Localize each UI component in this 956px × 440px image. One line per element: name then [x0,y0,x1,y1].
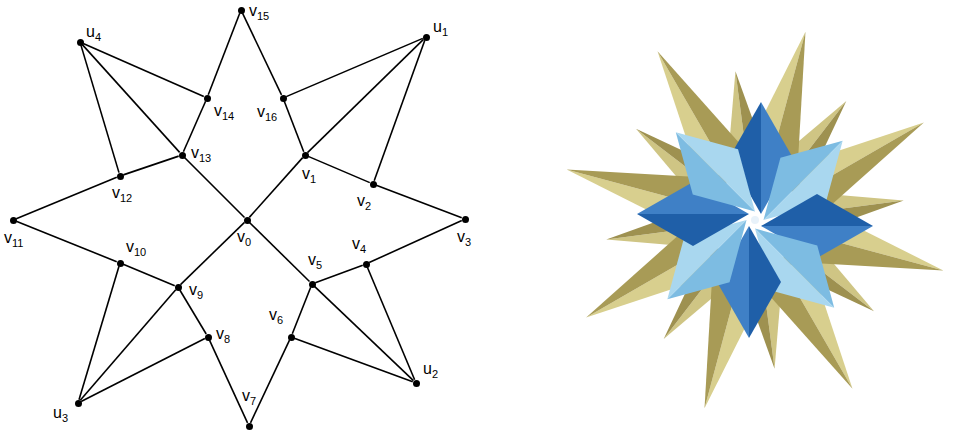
graph-edge [243,13,282,95]
vertex-label: u4 [86,24,101,43]
vertex-dot: u2 [413,380,420,387]
graph-edge [284,101,303,151]
blue-petals [637,102,873,338]
graph-edge [184,157,244,217]
graph-edge [315,286,414,380]
graph-edge [250,340,289,423]
vertex-label: v5 [308,252,322,271]
graph-edge [123,156,178,175]
graph-edge [308,39,424,152]
vertex-label: v7 [242,388,256,407]
graph-edge [82,45,179,153]
blue-petal [761,194,873,226]
graph-edge [374,40,425,180]
graph-edge [123,264,175,285]
graph-edge [376,185,461,218]
graph-edge [294,338,412,382]
vertex-label: v0 [237,229,251,248]
vertex-label: u3 [53,405,68,424]
blue-petal [637,214,749,246]
graph-edge [292,287,310,333]
vertex-dot: v8 [205,334,212,341]
vertex-label: v2 [357,193,371,212]
vertex-label: u1 [433,19,448,38]
vertex-dot: u3 [75,400,82,407]
graph-edge [286,38,423,96]
origami-star [559,24,951,416]
vertex-dot: v16 [280,95,287,102]
vertex-label: v14 [214,103,234,122]
graph-edge [367,267,414,380]
vertex-label: v15 [249,3,269,22]
vertex-dot: v13 [179,152,186,159]
vertex-dot: v14 [204,95,211,102]
vertex-label: u2 [423,361,438,380]
vertex-label: v10 [126,239,146,258]
graph-edge [16,177,117,218]
graph-edge [209,340,247,423]
graph-edge [315,265,362,283]
graph-edge [369,220,462,262]
vertex-dot: u1 [423,34,430,41]
vertex-label: v3 [457,229,471,248]
vertex-dot: v0 [244,217,251,224]
graph-edge [308,156,370,182]
gold-short-spikes [603,68,907,372]
vertex-label: v1 [302,166,316,185]
vertex-label: v9 [189,282,203,301]
graph-edge [181,222,245,284]
vertex-dot: v6 [288,334,295,341]
vertex-dot: v15 [238,7,245,14]
vertex-dot: v7 [246,423,253,430]
vertex-dot: v1 [302,152,309,159]
graph-edge [208,13,239,94]
vertex-dot: v4 [363,261,370,268]
blue-petal [676,110,778,212]
vertex-label: v4 [352,236,366,255]
vertex-label: v6 [269,307,283,326]
graph-edge [79,266,119,399]
vertex-label: v13 [191,145,211,164]
graph-edge [249,222,309,281]
graph-edge [249,158,302,218]
graph-edge [83,43,204,96]
vertex-label: v8 [216,326,230,345]
vertex-label: v11 [4,230,23,249]
vertex-dot: v11 [10,217,17,224]
blue-petal [749,226,781,338]
vertex-dot: v9 [175,284,182,291]
vertex-dot: v5 [309,281,316,288]
vertex-dot: v2 [370,181,377,188]
graph-edge [81,339,205,402]
gold-long-spikes [559,24,951,416]
star-center [751,216,759,224]
vertex-dot: v3 [462,216,469,223]
graph-edge [16,221,117,261]
vertex-dot: u4 [77,39,84,46]
vertex-dot: v12 [117,173,124,180]
vertex-dot: v10 [117,260,124,267]
vertex-label: v16 [257,104,277,123]
vertex-label: v12 [112,185,132,204]
